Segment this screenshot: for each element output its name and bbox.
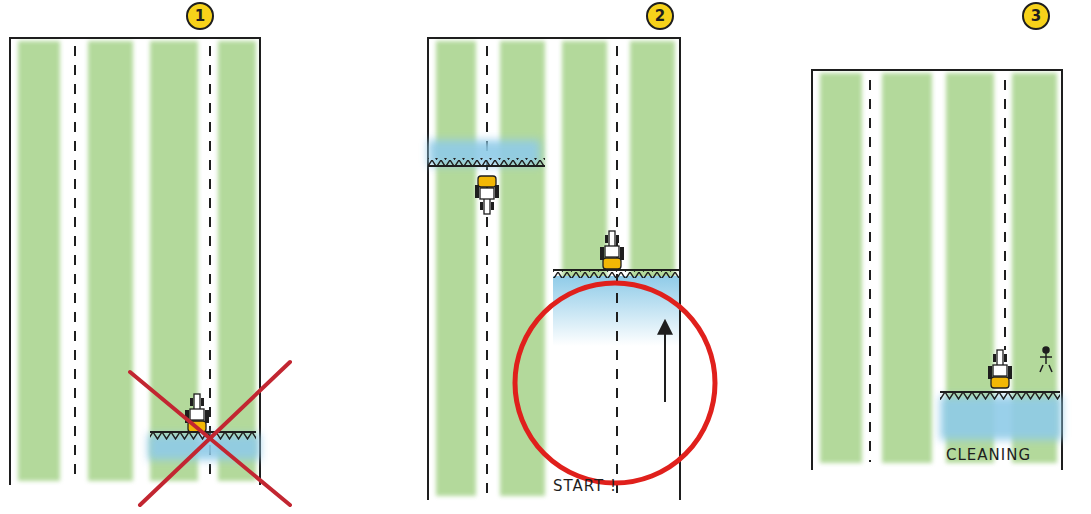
person-figure (1040, 347, 1052, 372)
tractor-sprayer (988, 350, 1012, 388)
caption-label: START ! (553, 477, 617, 495)
tramline (1004, 80, 1006, 350)
field-panel (10, 38, 290, 505)
highlight-circle (515, 283, 715, 483)
field-border (10, 38, 260, 485)
boom-nozzles (553, 270, 680, 278)
callout-number: 1 (186, 2, 214, 30)
callout-text: 3 (1031, 9, 1041, 24)
boom-nozzles (428, 158, 545, 166)
tractor-sprayer (475, 176, 499, 214)
crop-strips (18, 41, 256, 481)
tractor-sprayer (600, 231, 624, 269)
tramline (869, 80, 871, 462)
tramline (486, 46, 488, 495)
callout-number: 3 (1022, 2, 1050, 30)
direction-arrow (664, 322, 666, 402)
tramline (209, 46, 211, 480)
field-panel (428, 38, 715, 508)
caption-label: CLEANING (946, 446, 1031, 464)
callout-text: 1 (195, 9, 205, 24)
spray-mist (940, 396, 1062, 440)
cross-mark (140, 362, 290, 505)
field-panel (812, 70, 1062, 470)
boom-nozzles (940, 392, 1060, 400)
field-border (812, 70, 1062, 470)
callout-number: 2 (646, 2, 674, 30)
callout-text: 2 (655, 9, 665, 24)
tramline (74, 46, 76, 480)
